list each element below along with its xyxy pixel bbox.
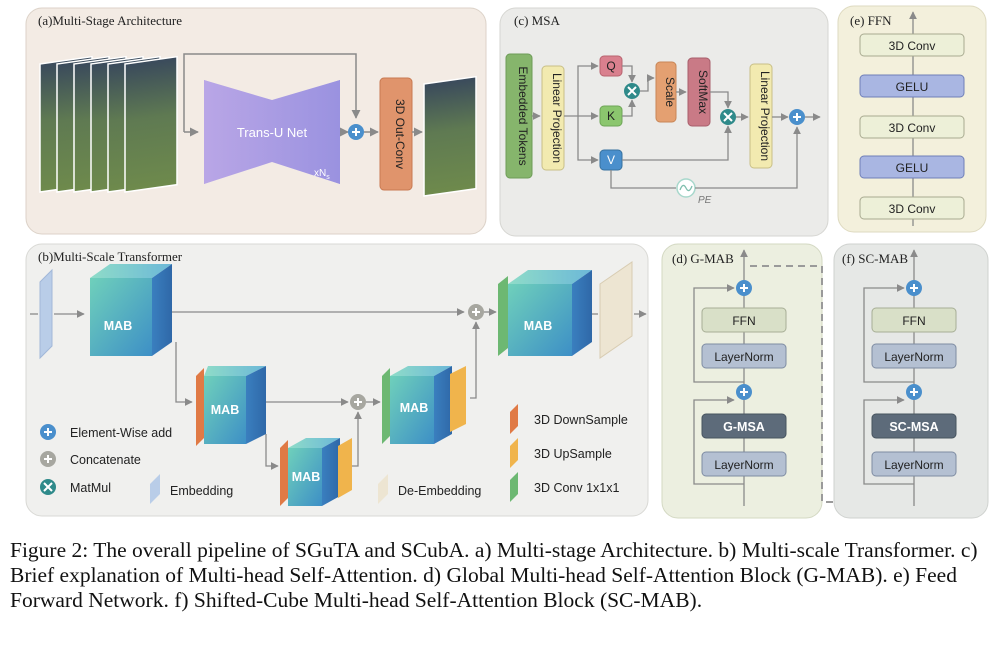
embedded-tokens-label: Embedded Tokens <box>516 66 530 165</box>
linear-projection-in-label: Linear Projection <box>550 73 564 163</box>
legend-concat-label: Concatenate <box>70 453 141 467</box>
sc-mab-ffn-label: FFN <box>902 314 925 328</box>
trans-u-net-label: Trans-U Net <box>237 125 308 140</box>
k-label: K <box>607 109 615 123</box>
v-label: V <box>607 153 615 167</box>
sc-mab-layernorm-bottom-block <box>871 451 957 477</box>
legend-matmul-label: MatMul <box>70 481 111 495</box>
sc-mab-layernorm-top-block <box>871 343 957 369</box>
downsample-swatch <box>510 404 518 434</box>
legend-embedding-label: Embedding <box>170 484 233 498</box>
figure-caption: Figure 2: The overall pipeline of SGuTA … <box>10 538 978 612</box>
conv1x1-swatch <box>510 472 518 502</box>
pe-label: PE <box>698 195 712 206</box>
mab-block-3: MAB <box>280 438 352 506</box>
sc-mab-layernorm-bottom-label: LayerNorm <box>884 458 943 472</box>
ffn-layer-conv <box>859 33 965 57</box>
legend-conv1x1-label: 3D Conv 1x1x1 <box>534 481 620 495</box>
pipeline-diagram: (a)Multi-Stage Architecture Trans-U Net … <box>25 5 989 519</box>
panel-c-title: (c) MSA <box>514 13 560 28</box>
g-mab-layernorm-top-block <box>701 343 787 369</box>
g-mab-layernorm-top-label: LayerNorm <box>714 350 773 364</box>
softmax-label: SoftMax <box>696 70 710 114</box>
mab-block-4: MAB <box>382 366 466 444</box>
g-mab-ffn-block <box>701 307 787 333</box>
g-msa-label: G-MSA <box>723 420 765 434</box>
embedding-swatch <box>150 474 160 504</box>
mab-block-2: MAB <box>196 366 266 446</box>
mab-block-1: MAB <box>90 264 172 356</box>
scale-label: Scale <box>663 77 677 107</box>
svg-text:MAB: MAB <box>211 403 239 417</box>
legend-de-embedding-label: De-Embedding <box>398 484 481 498</box>
linear-projection-out-block <box>749 63 773 169</box>
de-embedding-swatch <box>378 474 388 504</box>
upsample-swatch <box>510 438 518 468</box>
de-embedding-slab <box>599 261 633 359</box>
legend-downsample-label: 3D DownSample <box>534 413 628 427</box>
linear-projection-out-label: Linear Projection <box>758 71 772 161</box>
linear-projection-in-block <box>541 65 565 171</box>
svg-text:MAB: MAB <box>104 319 132 333</box>
mab-block-5: MAB <box>498 270 592 356</box>
svg-text:MAB: MAB <box>524 319 552 333</box>
svg-text:MAB: MAB <box>292 470 320 484</box>
ffn-layer-gelu <box>859 155 965 179</box>
ffn-layer-conv <box>859 115 965 139</box>
repeat-label: xNs <box>314 168 330 181</box>
sc-msa-block <box>871 413 957 439</box>
g-mab-layernorm-bottom-block <box>701 451 787 477</box>
legend: Element-Wise add Concatenate MatMul Embe… <box>40 404 628 504</box>
ffn-layer-label: 3D Conv <box>889 121 936 135</box>
input-video-frames <box>39 55 178 193</box>
panel-e-title: (e) FFN <box>850 13 892 28</box>
out-conv-label: 3D Out-Conv <box>393 99 407 169</box>
ffn-layer-label: GELU <box>896 161 929 175</box>
panel-b-title: (b)Multi-Scale Transformer <box>38 249 183 264</box>
panel-d-title: (d) G-MAB <box>672 251 734 266</box>
legend-add-label: Element-Wise add <box>70 426 172 440</box>
sc-msa-label: SC-MSA <box>889 420 938 434</box>
embedding-slab <box>39 268 53 360</box>
legend-upsample-label: 3D UpSample <box>534 447 612 461</box>
output-video-frame <box>423 75 477 197</box>
ffn-layer-label: GELU <box>896 80 929 94</box>
ffn-layer-label: 3D Conv <box>889 202 936 216</box>
g-msa-block <box>701 413 787 439</box>
q-label: Q <box>606 59 615 73</box>
panel-f-title: (f) SC-MAB <box>842 251 908 266</box>
svg-text:MAB: MAB <box>400 401 428 415</box>
ffn-layer-gelu <box>859 74 965 98</box>
panel-a-title: (a)Multi-Stage Architecture <box>38 13 182 28</box>
sc-mab-ffn-block <box>871 307 957 333</box>
ffn-layer-label: 3D Conv <box>889 39 936 53</box>
g-mab-layernorm-bottom-label: LayerNorm <box>714 458 773 472</box>
g-mab-ffn-label: FFN <box>732 314 755 328</box>
out-conv-block <box>379 77 413 191</box>
ffn-layer-conv <box>859 196 965 220</box>
sc-mab-layernorm-top-label: LayerNorm <box>884 350 943 364</box>
